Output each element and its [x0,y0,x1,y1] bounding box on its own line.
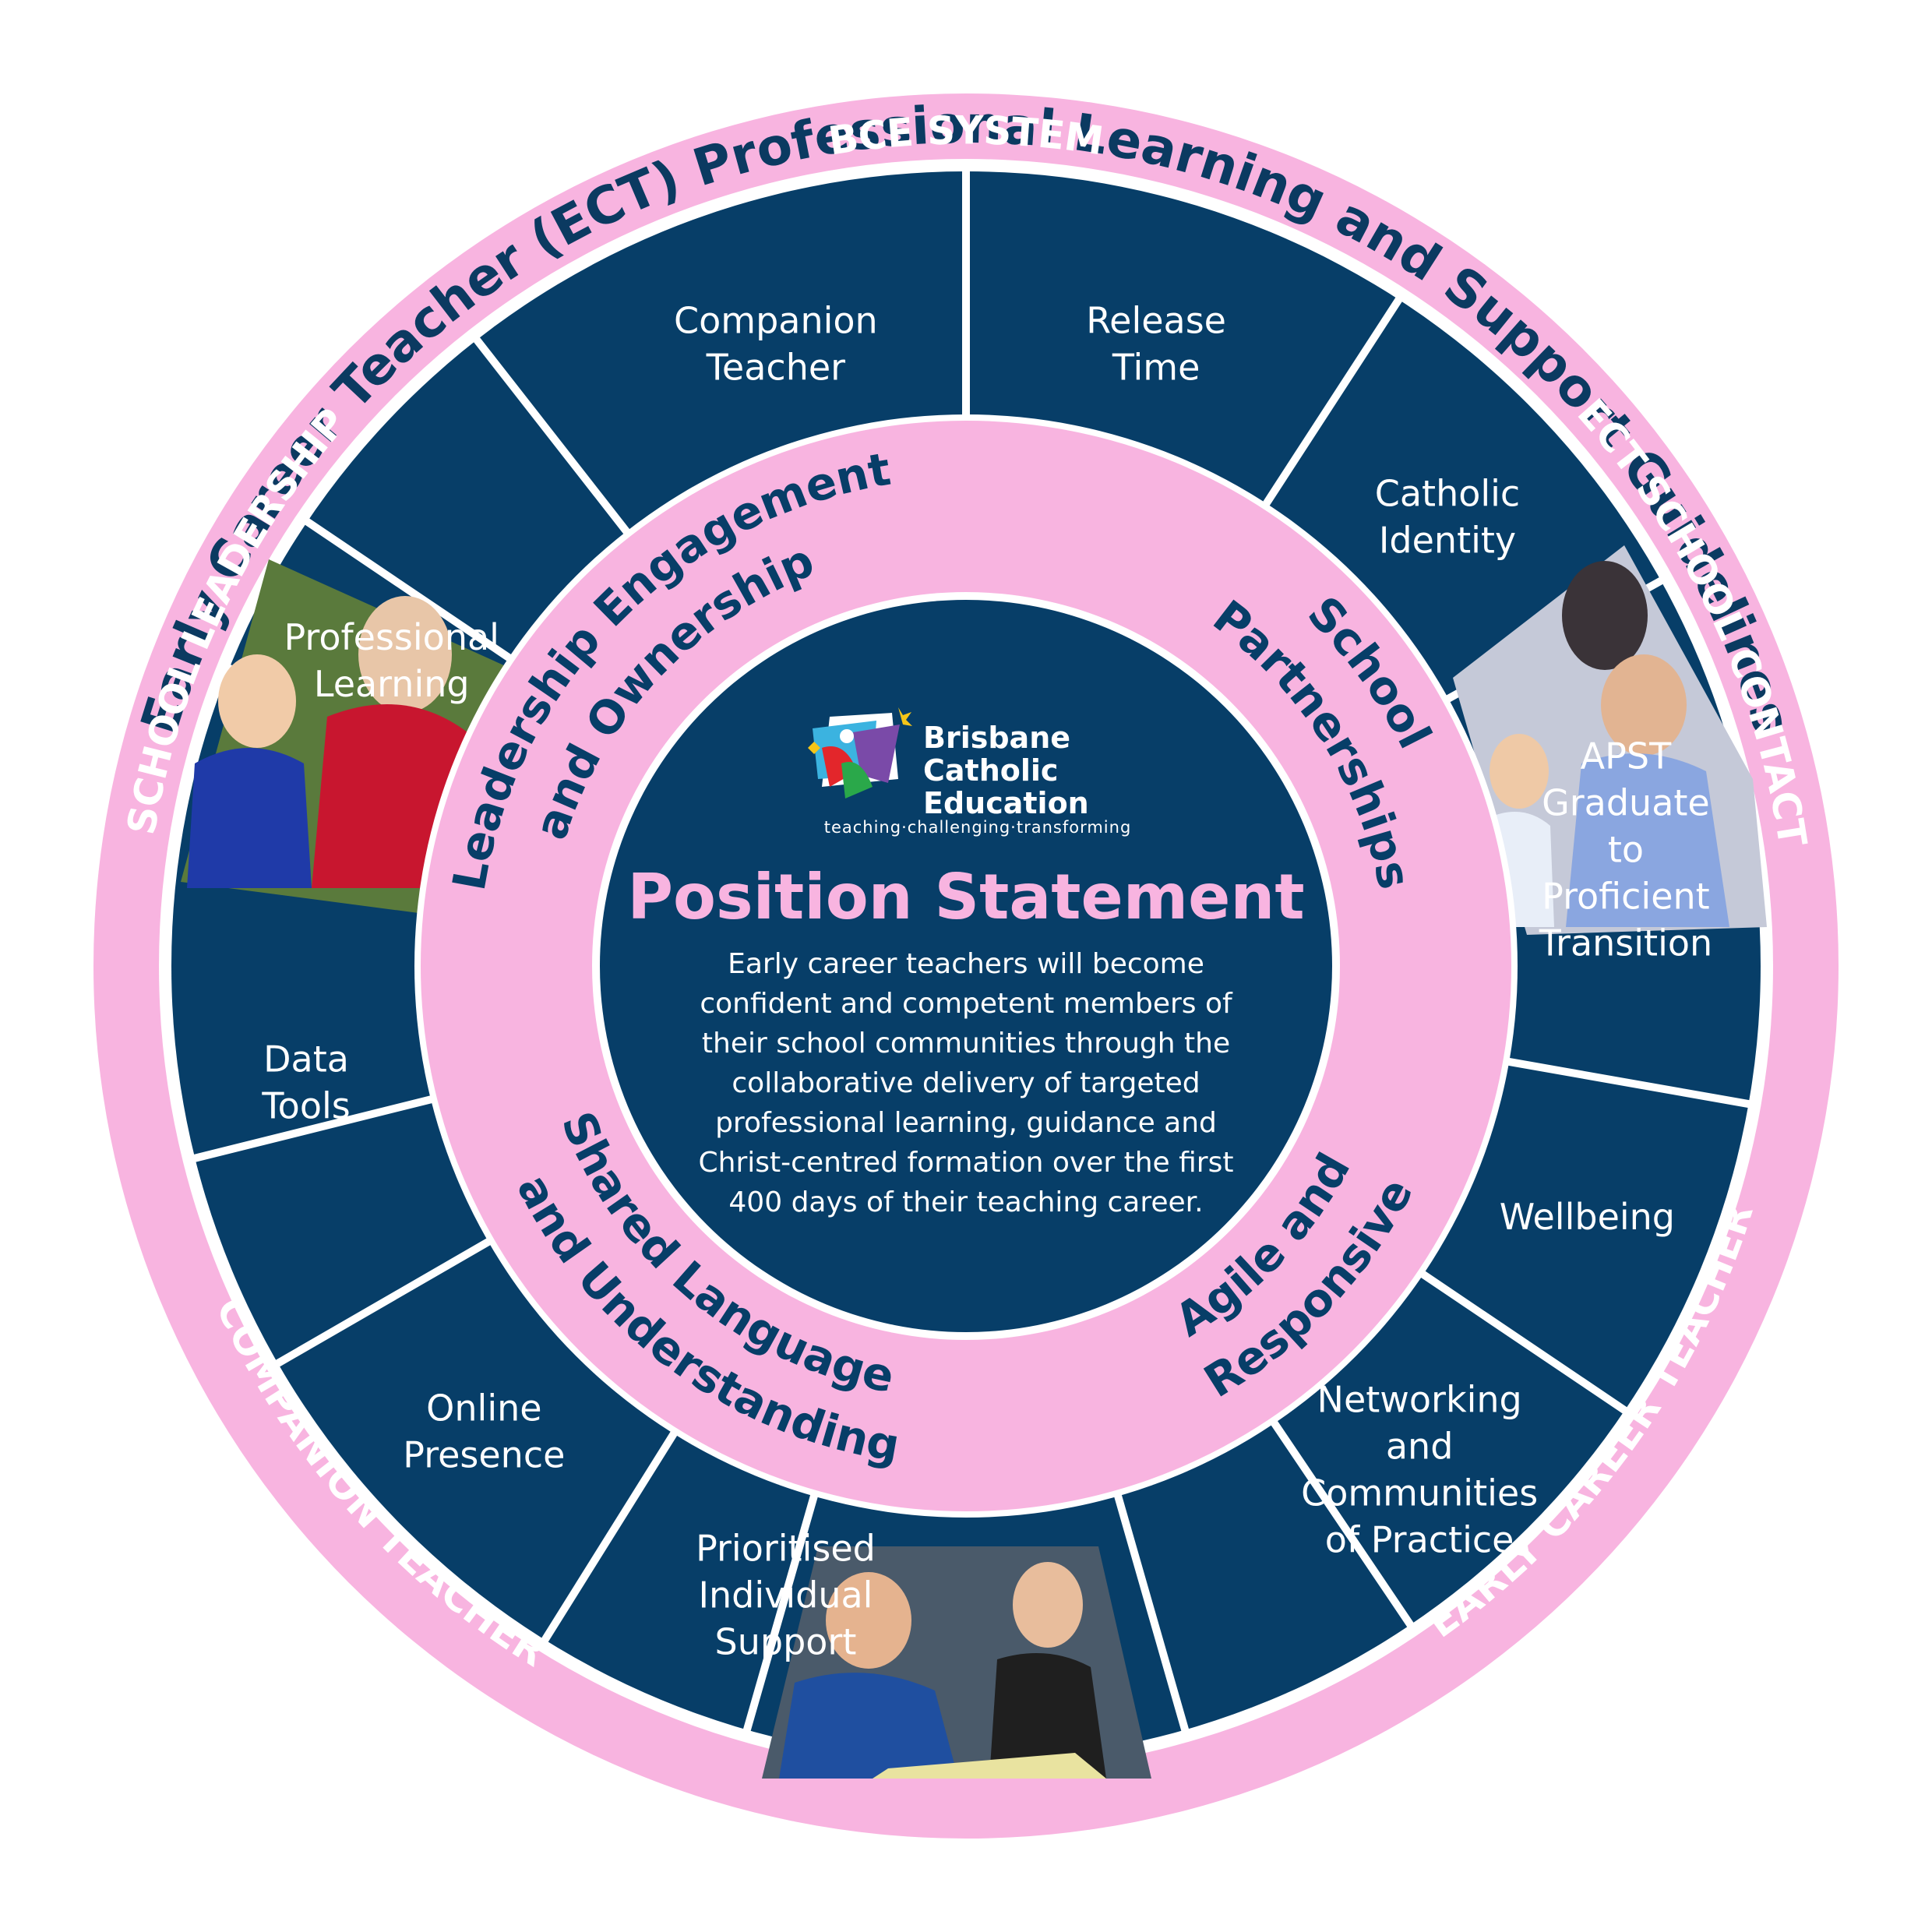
segment-label-line: Teacher [706,346,846,388]
segment-label-line: Proficient [1542,876,1710,918]
photo-ect-school-contact [1453,545,1767,935]
position-statement-title: Position Statement [627,861,1305,933]
segment-label-line: to [1608,829,1644,871]
segment-divider [1416,1267,1634,1419]
segment-label-line: Presence [403,1433,565,1475]
segment-label-line: Individual [698,1574,873,1616]
segment-label-line: Networking [1317,1379,1522,1421]
segment-divider [468,331,633,539]
segment-divider [1260,291,1407,511]
segment-label-line: APST [1581,735,1672,777]
segment-divider [298,513,516,665]
segment-label-line: Transition [1539,922,1712,964]
segment-label-line: Tools [261,1084,350,1126]
segment-divider [269,1235,496,1371]
logo-line-2: Catholic [923,753,1059,788]
segment-divider [186,1094,439,1165]
segment-label-line: Learning [314,663,470,705]
segment-label-line: Communities [1301,1472,1538,1514]
segment-divider [1112,1489,1191,1739]
center-disc [600,600,1332,1332]
segment-label-line: and [1386,1426,1454,1468]
segment-label-line: Online [426,1387,541,1429]
segment-label-line: Release [1086,299,1226,341]
bce-logo-mark [808,707,912,799]
segment-divider [1267,1416,1419,1634]
photo-companion-teacher [762,1546,1151,1779]
segment-divider [537,1426,681,1649]
segment-label-line: Identity [1379,520,1516,562]
position-statement-panel: Brisbane Catholic Education teaching·cha… [615,701,1317,1309]
segment-label-line: Companion [674,299,878,341]
segment-divider [1502,1056,1757,1109]
segment-divider [741,1489,820,1739]
logo-line-3: Education [923,786,1089,820]
segment-label-line: Data [263,1038,349,1080]
segment-label-line: Prioritised [696,1527,876,1569]
segment-label-line: Time [1112,346,1200,388]
logo-line-1: Brisbane [923,721,1071,755]
segment-label-line: Professional [284,616,499,658]
segment-label-line: Wellbeing [1500,1196,1675,1238]
position-statement-body: Early career teachers will become confid… [698,948,1234,1218]
segment-label: Wellbeing [1500,1196,1675,1238]
logo-tagline: teaching·challenging·transforming [823,818,1132,837]
segment-label-line: of Practice [1325,1519,1514,1561]
bce-logo: Brisbane Catholic Education teaching·cha… [799,701,1133,841]
segment-label-line: Catholic [1375,473,1521,515]
segment-label-line: Graduate [1542,782,1710,824]
photo-school-leadership [181,559,514,915]
segment-label-line: Support [715,1620,857,1662]
